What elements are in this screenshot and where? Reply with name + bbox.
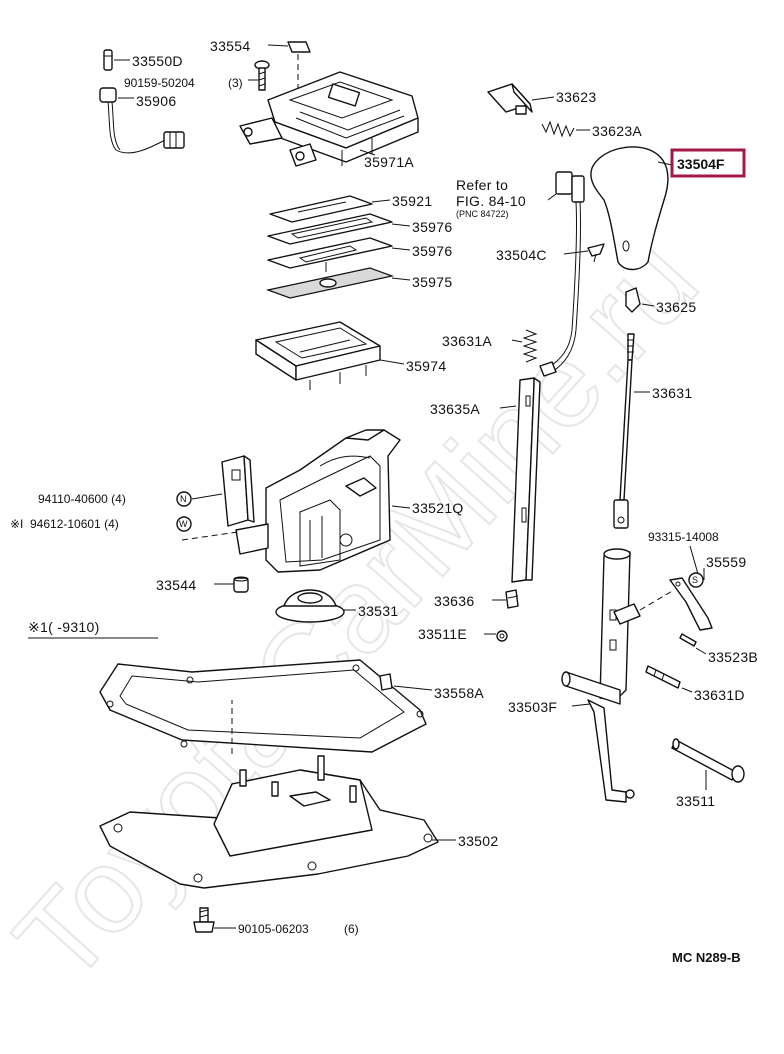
label-94612-mark: ※I bbox=[10, 517, 23, 531]
pin-33631D[interactable] bbox=[645, 665, 681, 689]
pin-33523B[interactable] bbox=[679, 633, 697, 647]
label-33503F: 33503F bbox=[508, 699, 557, 715]
rod-33631[interactable] bbox=[613, 333, 635, 529]
label-94612-10601: 94612-10601 (4) bbox=[30, 517, 119, 531]
svg-text:W: W bbox=[179, 519, 188, 529]
overdrive-switch[interactable] bbox=[539, 171, 585, 377]
screw-33504C[interactable] bbox=[587, 243, 605, 263]
label-33635A: 33635A bbox=[430, 401, 480, 417]
label-33511E: 33511E bbox=[418, 626, 467, 642]
boot-33531[interactable] bbox=[275, 589, 345, 623]
refer-pnc: (PNC 84722) bbox=[456, 209, 509, 219]
label-35974: 35974 bbox=[406, 358, 446, 374]
lever-35559[interactable] bbox=[669, 577, 713, 631]
label-35976-lower: 35976 bbox=[412, 243, 452, 259]
label-35559: 35559 bbox=[706, 554, 746, 570]
label-33544: 33544 bbox=[156, 577, 196, 593]
plate-35976-lower[interactable] bbox=[267, 237, 393, 272]
gasket-33558A[interactable] bbox=[99, 659, 427, 753]
label-33558A: 33558A bbox=[434, 685, 484, 701]
clip-33636[interactable] bbox=[505, 589, 519, 609]
footnote-9310: ※1( -9310) bbox=[28, 619, 100, 635]
label-33511: 33511 bbox=[676, 793, 715, 809]
label-90159-qty: (3) bbox=[228, 76, 243, 90]
bolt-33511[interactable] bbox=[671, 738, 745, 783]
label-35975: 35975 bbox=[412, 274, 452, 290]
base-plate-33502[interactable] bbox=[99, 755, 439, 889]
label-33502: 33502 bbox=[458, 833, 498, 849]
label-33523B: 33523B bbox=[708, 649, 758, 665]
shift-knob-33504F[interactable] bbox=[590, 146, 669, 271]
label-35976-upper: 35976 bbox=[412, 219, 452, 235]
bulb-35906[interactable] bbox=[99, 87, 185, 154]
label-94110-40600: 94110-40600 (4) bbox=[38, 492, 126, 506]
label-33631A: 33631A bbox=[442, 333, 492, 349]
eclip-33511E[interactable] bbox=[496, 630, 508, 642]
diagram-reference-code: MC N289-B bbox=[672, 950, 741, 965]
label-35906: 35906 bbox=[136, 93, 176, 109]
svg-text:N: N bbox=[180, 494, 187, 504]
plate-35975[interactable] bbox=[265, 267, 395, 299]
refer-text-2: FIG. 84-10 bbox=[456, 193, 526, 209]
pin-33550D[interactable] bbox=[103, 49, 113, 71]
refer-text-1: Refer to bbox=[456, 177, 508, 193]
clip-33625[interactable] bbox=[625, 287, 641, 313]
label-33631D: 33631D bbox=[694, 687, 745, 703]
label-90159-50204: 90159-50204 bbox=[124, 76, 195, 90]
button-33623[interactable] bbox=[487, 83, 533, 115]
lever-housing-33521Q[interactable] bbox=[221, 429, 401, 573]
label-33504F: 33504F bbox=[677, 156, 725, 172]
label-33531: 33531 bbox=[358, 603, 398, 619]
plate-35976-upper[interactable] bbox=[267, 213, 393, 245]
label-33623: 33623 bbox=[556, 89, 596, 105]
bolt-90105[interactable] bbox=[193, 907, 215, 933]
slider-35974[interactable] bbox=[255, 321, 381, 390]
label-93315-14008: 93315-14008 bbox=[648, 530, 719, 544]
bushing-33544[interactable] bbox=[233, 576, 249, 593]
spring-33631A[interactable] bbox=[522, 329, 538, 363]
spring-33623A[interactable] bbox=[541, 120, 575, 138]
circle-N-marker: N bbox=[176, 491, 192, 507]
label-33504C: 33504C bbox=[496, 247, 547, 263]
label-33521Q: 33521Q bbox=[412, 500, 464, 516]
clip-33554[interactable] bbox=[287, 41, 311, 53]
label-35921: 35921 bbox=[392, 193, 432, 209]
label-33554: 33554 bbox=[210, 38, 250, 54]
label-33636: 33636 bbox=[434, 593, 474, 609]
plate-35921[interactable] bbox=[269, 195, 373, 223]
circle-S-marker: S bbox=[688, 572, 704, 588]
label-90105-06203: 90105-06203 bbox=[238, 922, 309, 936]
label-33550D: 33550D bbox=[132, 53, 183, 69]
label-35971A: 35971A bbox=[364, 154, 414, 170]
label-33631: 33631 bbox=[652, 385, 692, 401]
label-90105-qty: (6) bbox=[344, 922, 359, 936]
circle-W-marker: W bbox=[176, 516, 192, 532]
highlight-box-33504F bbox=[670, 148, 746, 178]
screw-90159[interactable] bbox=[254, 60, 270, 91]
label-33625: 33625 bbox=[656, 299, 696, 315]
shift-lever-33503F[interactable] bbox=[561, 548, 641, 803]
svg-text:S: S bbox=[692, 575, 698, 585]
plate-33635A[interactable] bbox=[511, 377, 541, 583]
label-33623A: 33623A bbox=[592, 123, 642, 139]
indicator-housing-35971A[interactable] bbox=[239, 71, 419, 167]
